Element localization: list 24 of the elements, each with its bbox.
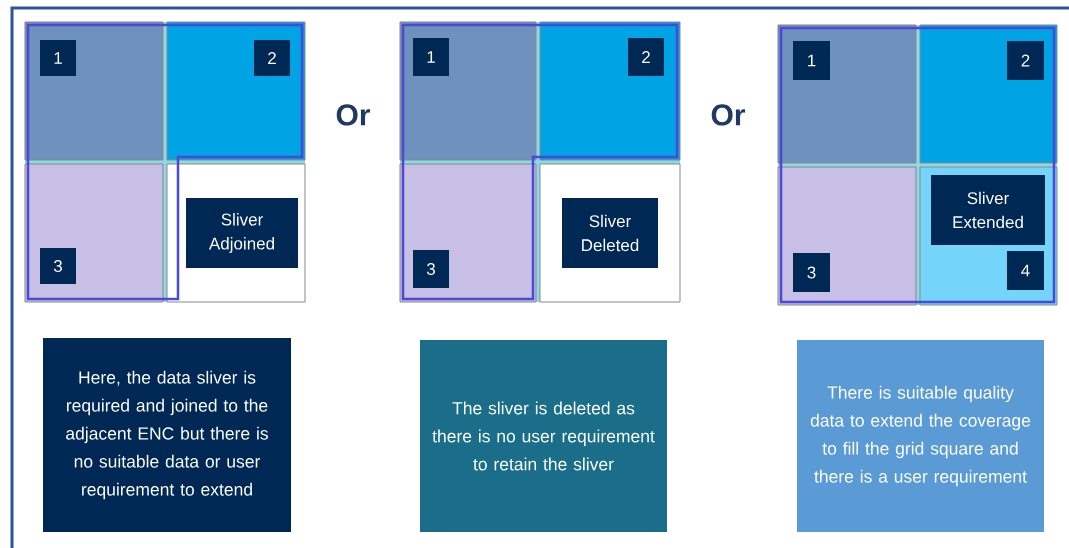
grid-square	[24, 21, 164, 161]
grid-square	[777, 166, 917, 306]
number-badge: 2	[628, 38, 664, 76]
or-text: Or	[336, 104, 371, 126]
number-badge: 1	[793, 41, 830, 80]
grid-square	[399, 21, 537, 161]
number-badge: 3	[793, 253, 830, 292]
number-badge: Sliver Extended	[931, 175, 1045, 245]
number-badge: 2	[254, 40, 290, 76]
grid-square	[777, 24, 917, 164]
number-badge: 1	[40, 40, 76, 76]
number-badge: Sliver Deleted	[562, 198, 658, 268]
number-badge: Sliver Adjoined	[186, 198, 298, 268]
description-box: Here, the data sliver is required and joined to the adjacent ENC but there is no suitable data or user requirement to extend	[43, 338, 291, 532]
grid-square	[919, 24, 1058, 164]
number-badge: 4	[1007, 251, 1044, 290]
number-badge: 1	[413, 38, 449, 76]
or-text: Or	[711, 104, 746, 126]
number-badge: 3	[40, 248, 76, 284]
description-box: The sliver is deleted as there is no user requirement to retain the sliver	[420, 340, 667, 532]
description-box: There is suitable quality data to extend the coverage to fill the grid square and there is a user requirement	[797, 340, 1044, 532]
number-badge: 3	[413, 250, 449, 288]
number-badge: 2	[1007, 41, 1044, 80]
grid-square	[24, 163, 164, 303]
